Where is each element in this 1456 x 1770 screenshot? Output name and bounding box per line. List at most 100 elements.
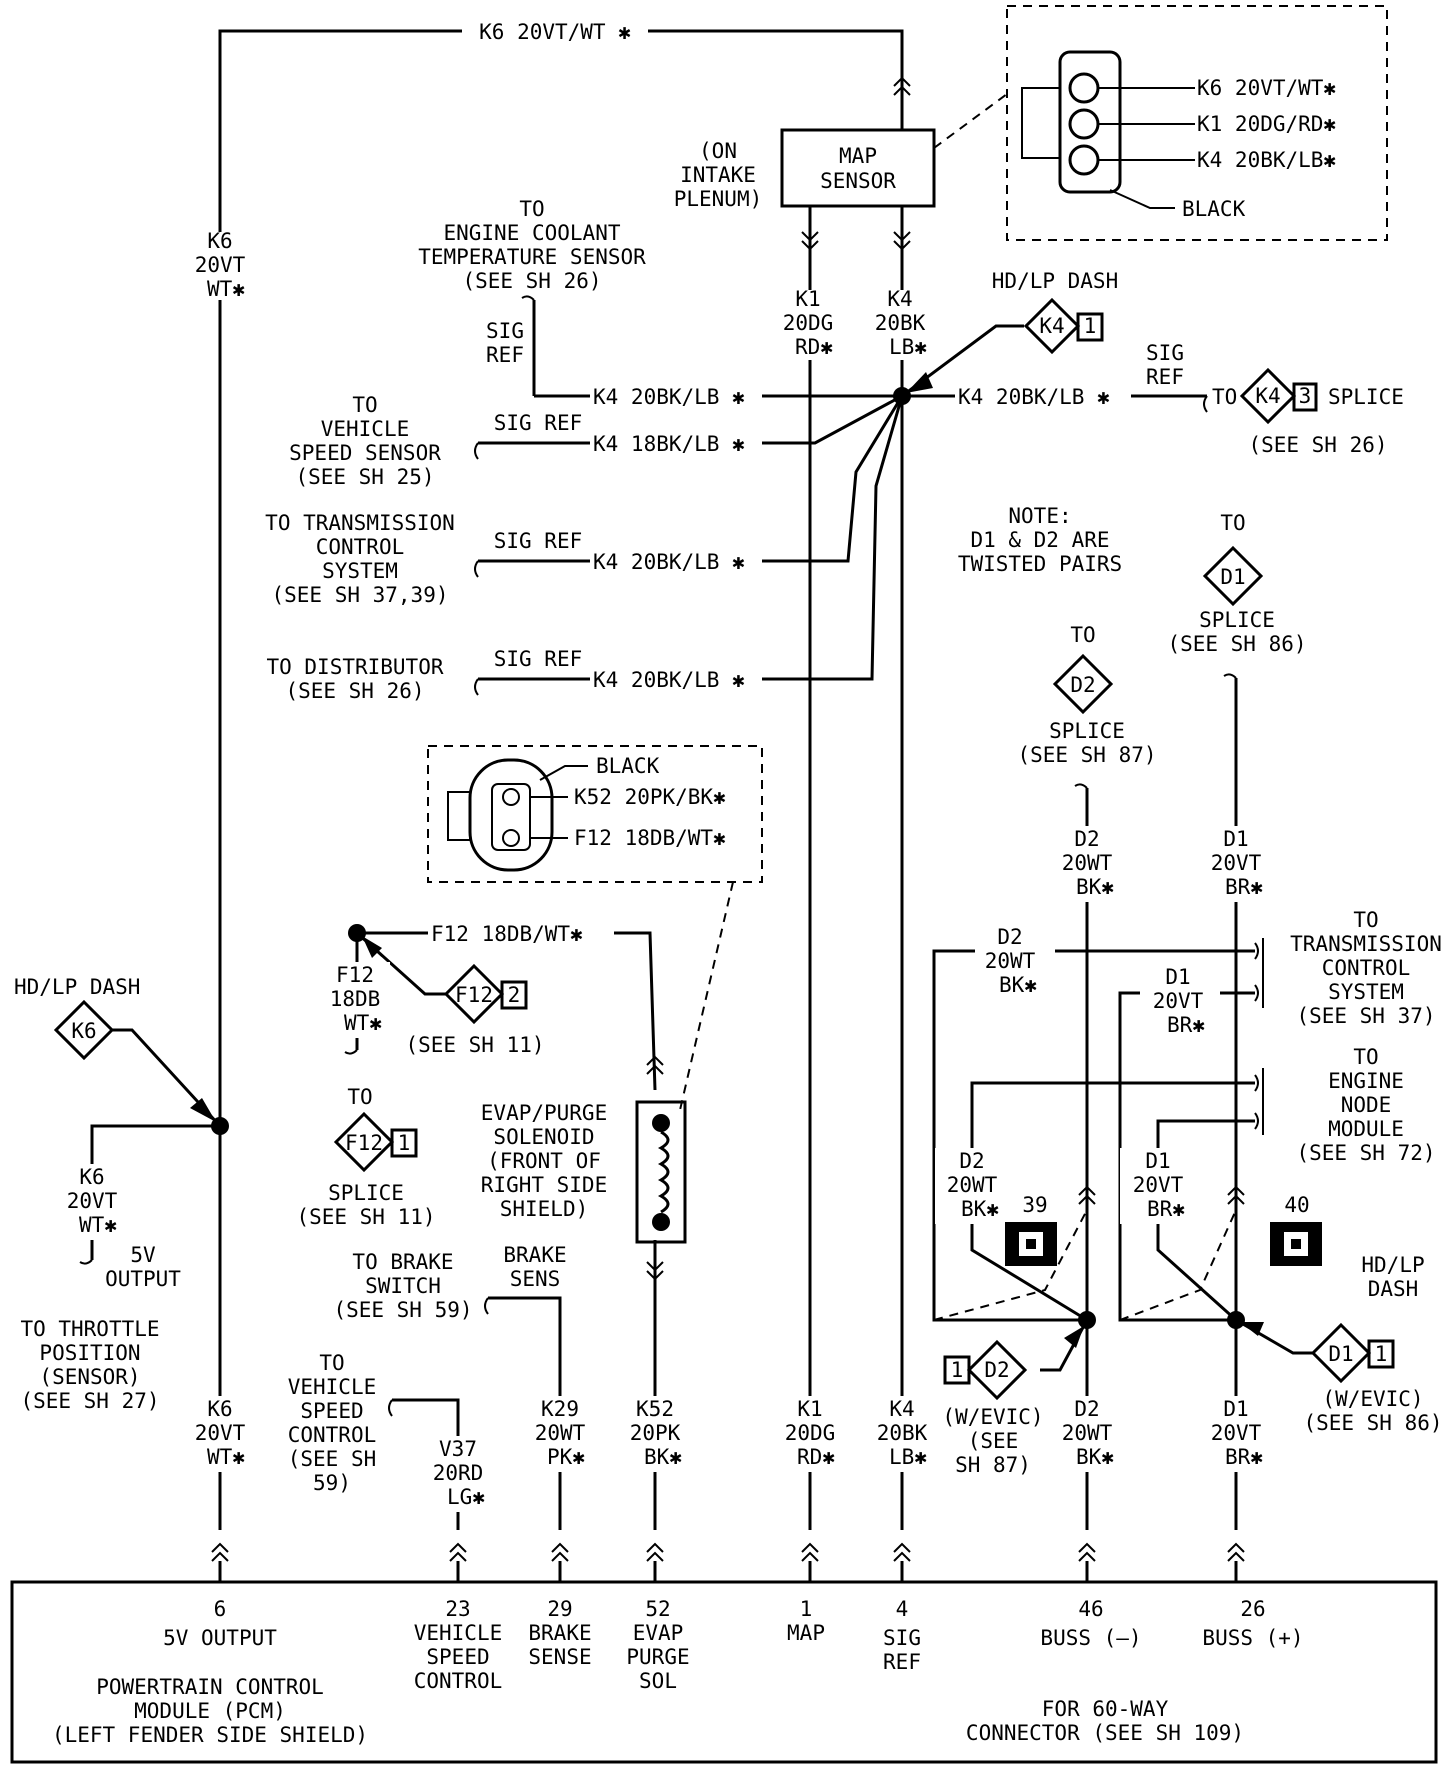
f12-dash-pin-box (500, 980, 528, 1010)
d2-shield (933, 1209, 1088, 1321)
five-v-output-1: 5V (130, 1243, 156, 1267)
pcm-pin-labels: 6 5V OUTPUT 23 VEHICLE SPEED CONTROL 29 … (163, 1597, 1303, 1693)
brake-switch-1: TO BRAKE (352, 1250, 453, 1274)
k1-upper-2: 20DG (783, 311, 834, 335)
pcm-pin-23: 23 (445, 1597, 470, 1621)
d1-dash-evic: (W/EVIC) (1322, 1387, 1423, 1411)
dist-sig: SIG REF (494, 647, 583, 671)
f12-wire (357, 931, 657, 1091)
d2-mid-bg (1055, 826, 1125, 902)
f12-dash-diamond (443, 963, 505, 1025)
evap-sol-5: SHIELD) (500, 1197, 589, 1221)
map-pin-2 (1068, 108, 1100, 140)
note-1: NOTE: (1008, 504, 1071, 528)
d1-splice-dot (1227, 1311, 1245, 1329)
bw-v37-3: LG✱ (447, 1485, 485, 1509)
pcm-pin-52: 52 (645, 1597, 670, 1621)
evap-solenoid-terminal-2 (652, 1213, 670, 1231)
tps-2: POSITION (39, 1341, 140, 1365)
k6-dash-arrowhead (190, 1098, 216, 1122)
map-pin-3 (1068, 144, 1100, 176)
k4-right-wire-bg (955, 384, 1131, 410)
k6-dash-id: K6 (71, 1019, 96, 1043)
pcm-pin-52-label-3: SOL (639, 1669, 677, 1693)
ground-39-label: 39 (1022, 1193, 1047, 1217)
map-location-3: PLENUM) (674, 187, 763, 211)
pcm-pin-23-label-2: SPEED (426, 1645, 489, 1669)
enm-text-1: TO (1353, 1045, 1378, 1069)
evap-connector-latch (447, 791, 471, 841)
k4-upper-2: 20BK (875, 311, 926, 335)
f12-dash-see: (SEE SH 11) (405, 1033, 544, 1057)
vss-sig: SIG REF (494, 411, 583, 435)
bw-k6-1: K6 (207, 1397, 232, 1421)
tcs2-text-5: (SEE SH 37) (1296, 1004, 1435, 1028)
d2-evic-text-3: SH 87) (955, 1453, 1031, 1477)
pcm-pin-29-label-2: SENSE (528, 1645, 591, 1669)
vsc-4: CONTROL (288, 1423, 377, 1447)
ect-text-2: ENGINE COOLANT (443, 221, 620, 245)
pcm-pin-46: 46 (1078, 1597, 1103, 1621)
map-location-1: (ON (699, 139, 737, 163)
dist-wire: K4 20BK/LB ✱ (593, 668, 745, 692)
d2-evic-text-2: (SEE (968, 1429, 1019, 1453)
f12-splice-pin-box (390, 1128, 418, 1158)
f12-splice-to: TO (347, 1085, 372, 1109)
k4-dash-diamond (1023, 297, 1081, 355)
bw-d2-3: BK✱ (1076, 1445, 1114, 1469)
d1-dash-pin: 1 (1375, 1342, 1388, 1366)
tcs2-d2-bg (975, 924, 1055, 1000)
pcm-name-2: MODULE (PCM) (134, 1699, 286, 1723)
brake-sens-2: SENS (510, 1267, 561, 1291)
vss-text-4: (SEE SH 25) (295, 465, 434, 489)
tcs2-d2-2: 20WT (985, 949, 1036, 973)
tcs-text-1: TO TRANSMISSION (265, 511, 455, 535)
f12-splice-id: F12 (345, 1131, 383, 1155)
ect-text-1: TO (519, 197, 544, 221)
d2-evic-text-1: (W/EVIC) (942, 1405, 1043, 1429)
pcm-pin-6: 6 (214, 1597, 227, 1621)
k4-right-to: TO (1212, 385, 1237, 409)
evap-solenoid-terminal-1 (652, 1114, 670, 1132)
k4-right-ref: REF (1146, 365, 1184, 389)
d1-dash-pin-box (1367, 1339, 1395, 1369)
d2-splice-label: SPLICE (1049, 719, 1125, 743)
pcm-pin-4-label-1: SIG (883, 1626, 921, 1650)
bw-v37-2: 20RD (433, 1461, 484, 1485)
vsc-2: VEHICLE (288, 1375, 377, 1399)
enm-d1-1: D1 (1145, 1149, 1170, 1173)
vsc-1: TO (319, 1351, 344, 1375)
ect-sig: SIG (486, 319, 524, 343)
tcs2-d2-3: BK✱ (999, 973, 1037, 997)
tcs2-text-3: CONTROL (1322, 956, 1411, 980)
tcs-wire: K4 20BK/LB ✱ (593, 550, 745, 574)
k6-left-label-2: 20VT (195, 253, 246, 277)
pcm-pin-1: 1 (800, 1597, 813, 1621)
map-inset-leader (933, 93, 1008, 149)
f12-dash-arrowhead (362, 936, 382, 958)
d2-evic-arrow (1040, 1319, 1089, 1372)
map-location-2: INTAKE (680, 163, 756, 187)
enm-d2-3: BK✱ (961, 1197, 999, 1221)
pcm-stub-wires (218, 1561, 1238, 1582)
tcs2-text-4: SYSTEM (1328, 980, 1404, 1004)
f12-dash-pin: 2 (508, 983, 521, 1007)
top-wire-label: K6 20VT/WT ✱ (479, 20, 631, 44)
enm-d1-3: BR✱ (1147, 1197, 1185, 1221)
k6-dash-diamond (53, 999, 115, 1061)
d2-mid-1: D2 (1074, 827, 1099, 851)
evap-sol-2: SOLENOID (493, 1125, 594, 1149)
brake-sens-1: BRAKE (503, 1243, 566, 1267)
k6-left-label-3: WT✱ (207, 277, 245, 301)
pcm-pin-29: 29 (547, 1597, 572, 1621)
k1-upper-3: RD✱ (795, 335, 833, 359)
pcm-pin-26-label: BUSS (+) (1202, 1626, 1303, 1650)
tcs2-text-1: TO (1353, 908, 1378, 932)
d1-splice-to: TO (1220, 511, 1245, 535)
pcm-pin-29-label-1: BRAKE (528, 1621, 591, 1645)
k4-dash-arrowhead (906, 372, 933, 393)
f12-vert-3: WT✱ (344, 1011, 382, 1035)
d1-mid-2: 20VT (1211, 851, 1262, 875)
k6-branch-2: 20VT (67, 1189, 118, 1213)
